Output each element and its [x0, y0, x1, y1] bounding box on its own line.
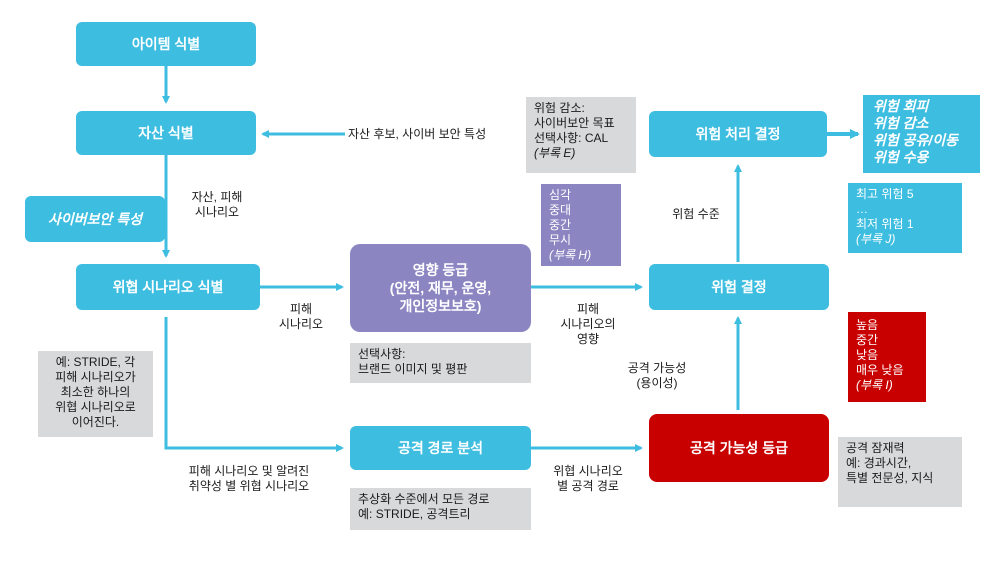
cyber-property-box: 사이버보안 특성 — [25, 196, 165, 242]
attack-feasibility-label: 공격 가능성 등급 — [690, 440, 788, 456]
feasibility-levels-box: 높음 중간 낮음 매우 낮음 (부록 I) — [848, 312, 926, 402]
feasibility-to-risk-label: 공격 가능성 (용이성) — [627, 361, 687, 390]
risk-reduction-note: 위험 감소: 사이버보안 목표 선택사항: CAL (부록 E) — [526, 97, 636, 173]
attack-path-box: 공격 경로 분석 — [350, 426, 531, 470]
attack-path-note: 추상화 수준에서 모든 경로 예: STRIDE, 공격트리 — [350, 488, 531, 530]
impact-rating-detail: 개인정보보호) — [399, 298, 482, 314]
arrow-threat-to-path — [164, 317, 344, 452]
impact-rating-box: 영향 등급 (안전, 재무, 운영, 개인정보보호) — [350, 244, 531, 332]
path-to-feasibility-label: 위협 시나리오 별 공격 경로 — [553, 464, 623, 493]
threat-scenario-box: 위협 시나리오 식별 — [76, 264, 260, 310]
item-identification-box: 아이템 식별 — [76, 22, 256, 66]
asset-identification-label: 자산 식별 — [138, 125, 194, 141]
risk-treatment-box: 위험 처리 결정 — [649, 111, 827, 157]
attack-potential-note: 공격 잠재력 예: 경과시간, 특별 전문성, 지식 — [838, 437, 962, 507]
stride-note: 예: STRIDE, 각 피해 시나리오가 최소한 하나의 위협 시나리오로 이… — [38, 351, 153, 437]
impact-levels-box: 심각 중대 중간 무시 (부록 H) — [541, 184, 621, 266]
threat-to-impact-label: 피해 시나리오 — [278, 302, 324, 331]
attack-feasibility-box: 공격 가능성 등급 — [649, 414, 829, 482]
impact-rating-title: 영향 등급 — [412, 262, 469, 278]
risk-levels-box: 최고 위험 5 … 최저 위험 1 (부록 J) — [848, 183, 962, 253]
treatment-options-box: 위험 회피 위험 감소 위험 공유/이동 위험 수용 — [863, 95, 980, 173]
risk-treatment-label: 위험 처리 결정 — [695, 126, 781, 142]
attack-path-label: 공격 경로 분석 — [397, 440, 484, 456]
item-identification-label: 아이템 식별 — [131, 36, 201, 52]
risk-determination-box: 위험 결정 — [649, 264, 829, 310]
threat-to-path-label: 피해 시나리오 및 알려진 취약성 별 위협 시나리오 — [188, 464, 310, 493]
impact-rating-detail: (안전, 재무, 운영, — [389, 280, 492, 296]
risk-to-treatment-label: 위험 수준 — [672, 207, 720, 221]
asset-identification-box: 자산 식별 — [76, 111, 256, 155]
impact-option-note: 선택사항: 브랜드 이미지 및 평판 — [350, 343, 531, 383]
asset-to-threat-label: 자산, 피해 시나리오 — [191, 190, 243, 219]
cyber-property-label: 사이버보안 특성 — [47, 211, 143, 227]
asset-feedback-label: 자산 후보, 사이버 보안 특성 — [348, 127, 487, 141]
impact-to-risk-label: 피해 시나리오의 영향 — [560, 302, 616, 346]
threat-scenario-label: 위협 시나리오 식별 — [112, 279, 224, 295]
risk-determination-label: 위험 결정 — [711, 279, 767, 295]
